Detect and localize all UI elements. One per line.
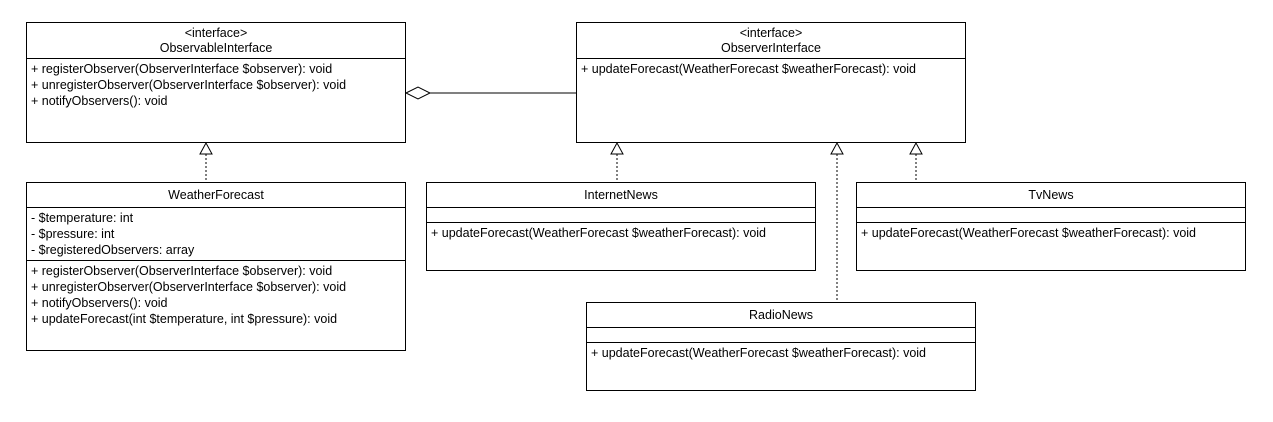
class-box-radio-news: RadioNews + updateForecast(WeatherForeca… [586, 302, 976, 391]
class-header: RadioNews [587, 303, 975, 328]
method: + registerObserver(ObserverInterface $ob… [31, 264, 333, 278]
methods-section: + updateForecast(WeatherForecast $weathe… [857, 223, 1245, 243]
method: + notifyObservers(): void [31, 296, 168, 310]
class-box-tv-news: TvNews + updateForecast(WeatherForecast … [856, 182, 1246, 271]
aggregation-connector [404, 86, 576, 100]
class-header: WeatherForecast [27, 183, 405, 208]
realization-arrowhead [199, 141, 213, 155]
realization-internetnews [610, 141, 624, 182]
method: + unregisterObserver(ObserverInterface $… [31, 280, 347, 294]
class-name: TvNews [1028, 188, 1074, 202]
stereotype-label: <interface> [184, 26, 248, 40]
stereotype-label: <interface> [739, 26, 803, 40]
attributes-section [587, 328, 975, 343]
method: + updateForecast(WeatherForecast $weathe… [581, 62, 916, 76]
class-name: ObservableInterface [159, 41, 273, 55]
method: + registerObserver(ObserverInterface $ob… [31, 62, 333, 76]
attributes-section [427, 208, 815, 223]
class-box-observer-interface: <interface> ObserverInterface + updateFo… [576, 22, 966, 143]
class-box-internet-news: InternetNews + updateForecast(WeatherFor… [426, 182, 816, 271]
class-box-observable-interface: <interface> ObservableInterface + regist… [26, 22, 406, 143]
class-name: InternetNews [584, 188, 658, 202]
realization-arrowhead [909, 141, 923, 155]
methods-section: + updateForecast(WeatherForecast $weathe… [427, 223, 815, 243]
methods-section: + updateForecast(WeatherForecast $weathe… [577, 59, 965, 79]
attribute: - $registeredObservers: array [31, 243, 195, 257]
attribute: - $pressure: int [31, 227, 115, 241]
realization-arrowhead [830, 141, 844, 155]
class-header: <interface> ObservableInterface [27, 23, 405, 59]
class-name: ObserverInterface [720, 41, 822, 55]
class-header: TvNews [857, 183, 1245, 208]
attributes-section: - $temperature: int - $pressure: int - $… [27, 208, 405, 261]
method: + notifyObservers(): void [31, 94, 168, 108]
class-header: <interface> ObserverInterface [577, 23, 965, 59]
realization-arrowhead [610, 141, 624, 155]
realization-tvnews [909, 141, 923, 182]
method: + updateForecast(WeatherForecast $weathe… [431, 226, 766, 240]
realization-weatherforecast [199, 141, 213, 182]
attributes-section [857, 208, 1245, 223]
class-name: WeatherForecast [168, 188, 264, 202]
class-header: InternetNews [427, 183, 815, 208]
method: + updateForecast(int $temperature, int $… [31, 312, 338, 326]
aggregation-diamond [404, 86, 432, 100]
methods-section: + registerObserver(ObserverInterface $ob… [27, 59, 405, 111]
methods-section: + updateForecast(WeatherForecast $weathe… [587, 343, 975, 363]
method: + unregisterObserver(ObserverInterface $… [31, 78, 347, 92]
class-box-weather-forecast: WeatherForecast - $temperature: int - $p… [26, 182, 406, 351]
attribute: - $temperature: int [31, 211, 134, 225]
class-name: RadioNews [749, 308, 813, 322]
method: + updateForecast(WeatherForecast $weathe… [861, 226, 1196, 240]
methods-section: + registerObserver(ObserverInterface $ob… [27, 261, 405, 329]
realization-radionews [830, 141, 844, 302]
method: + updateForecast(WeatherForecast $weathe… [591, 346, 926, 360]
